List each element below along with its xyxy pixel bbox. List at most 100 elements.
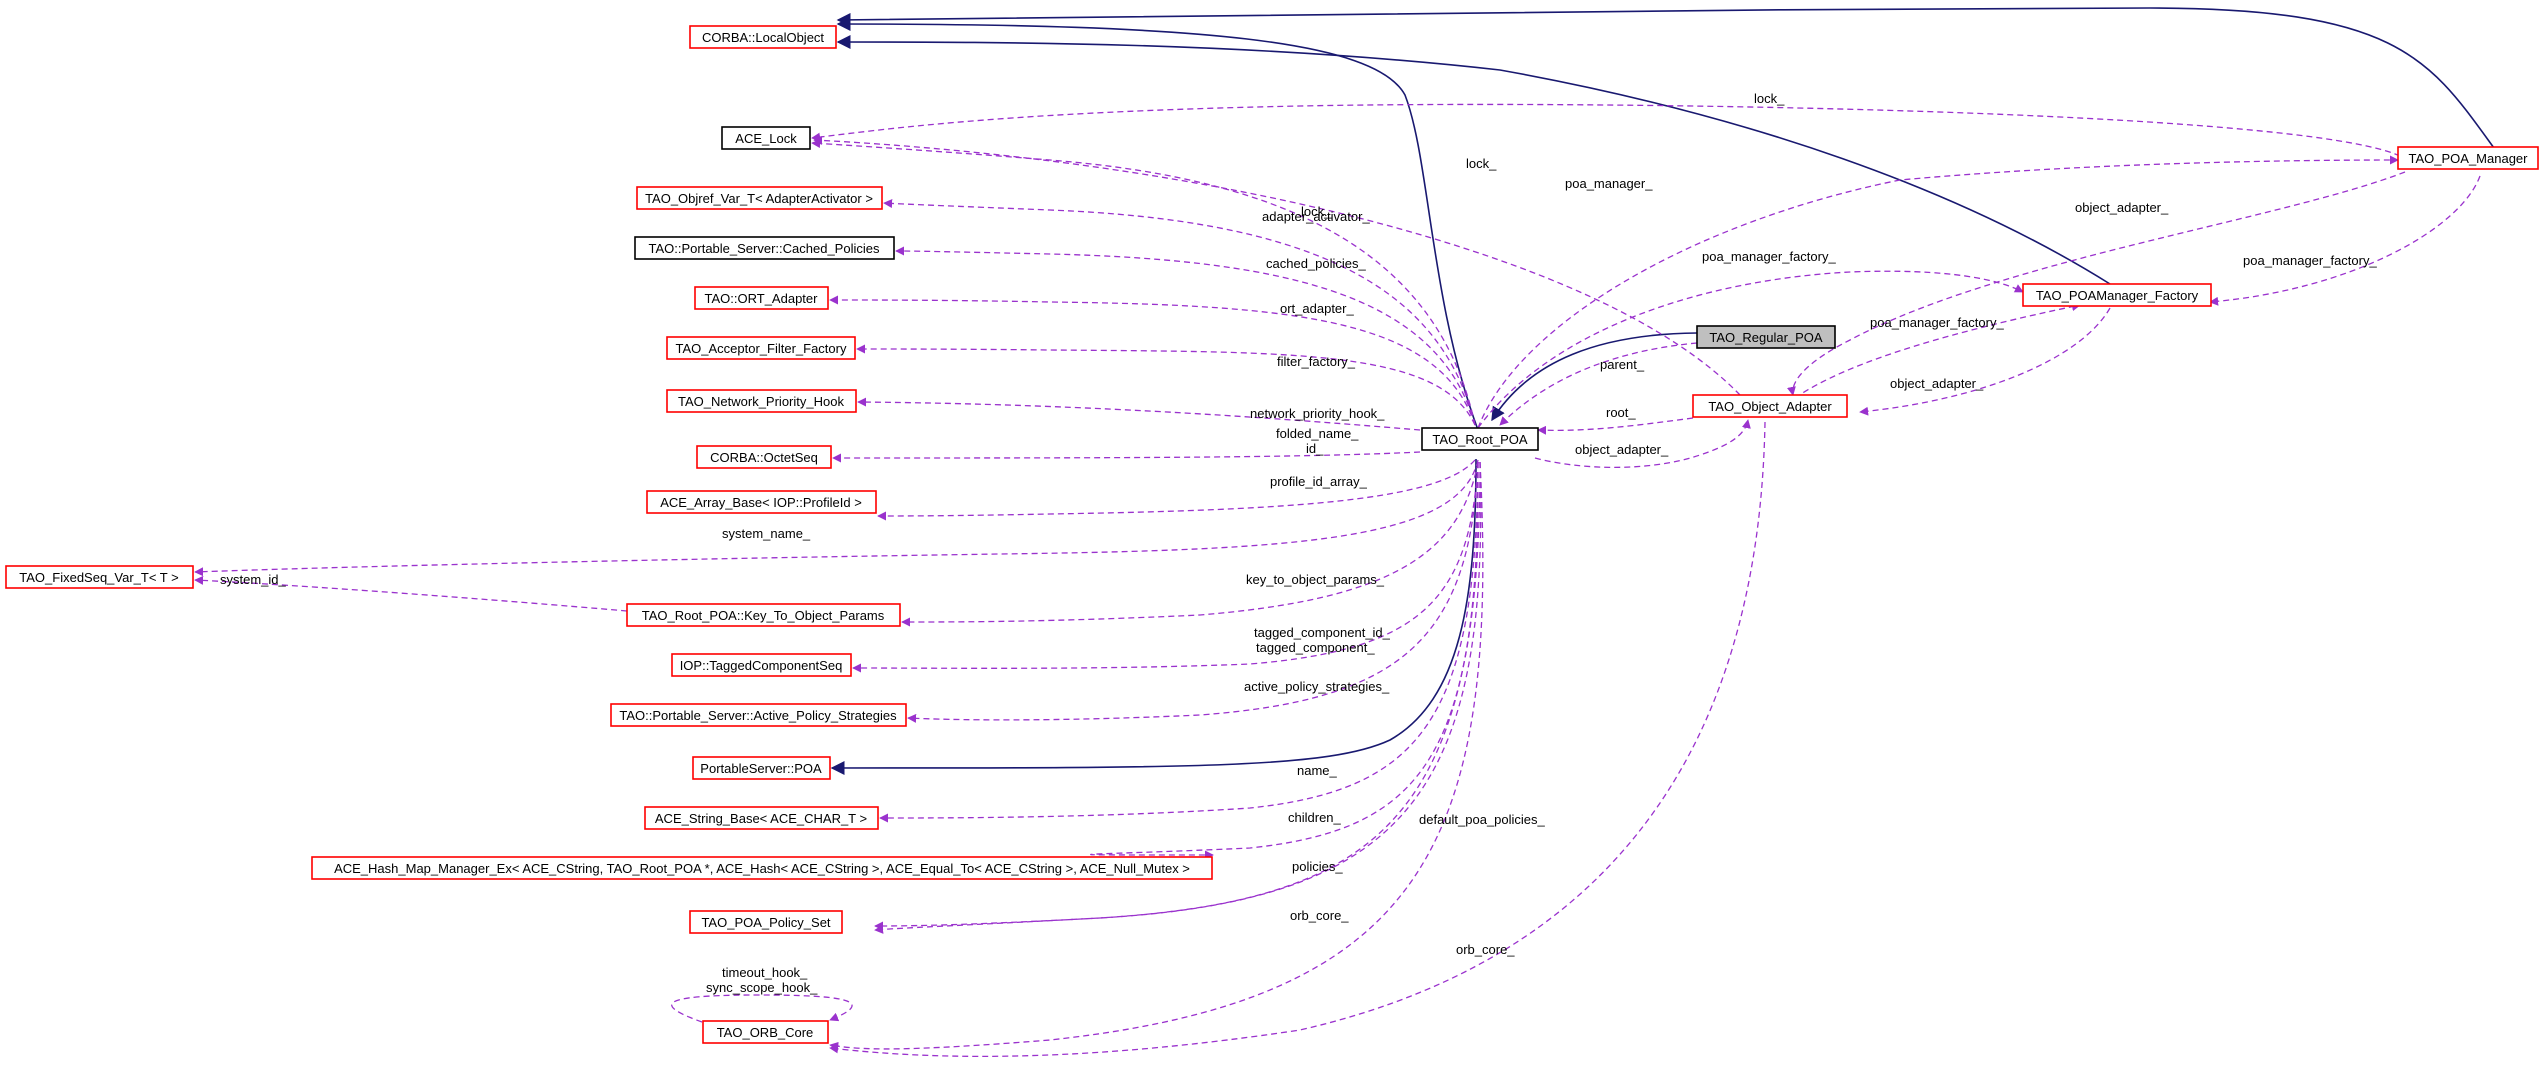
node-ace-array-base[interactable]: ACE_Array_Base< IOP::ProfileId > bbox=[646, 490, 877, 514]
node-ort-adapter[interactable]: TAO::ORT_Adapter bbox=[694, 286, 829, 310]
label-lock-objadapter: lock_ bbox=[1466, 156, 1497, 171]
label-timeout-hook: timeout_hook_ bbox=[722, 965, 808, 980]
label-lock-poamgr: lock_ bbox=[1754, 91, 1785, 106]
label-poa-manager-factory-poamgr: poa_manager_factory_ bbox=[2243, 253, 2377, 268]
label-object-adapter-poamgr: object_adapter_ bbox=[2075, 200, 2169, 215]
edge-lock-objadapter bbox=[813, 135, 1741, 396]
node-label: ACE_Hash_Map_Manager_Ex< ACE_CString, TA… bbox=[334, 861, 1190, 876]
node-cached-policies[interactable]: TAO::Portable_Server::Cached_Policies bbox=[634, 236, 895, 260]
association-edges bbox=[194, 103, 2481, 1057]
edge-adapter-activator bbox=[883, 199, 1476, 426]
node-corba-octetseq[interactable]: CORBA::OctetSeq bbox=[696, 445, 832, 469]
label-poa-manager-root: poa_manager_ bbox=[1565, 176, 1653, 191]
node-orb-core[interactable]: TAO_ORB_Core bbox=[702, 1020, 829, 1044]
label-key-to-object-params: key_to_object_params_ bbox=[1246, 572, 1385, 587]
node-tao-objref-var[interactable]: TAO_Objref_Var_T< AdapterActivator > bbox=[636, 186, 883, 210]
edge-object-adapter-root bbox=[1534, 419, 1751, 469]
label-tagged-component: tagged_component_ bbox=[1256, 640, 1375, 655]
node-tao-regular-poa[interactable]: TAO_Regular_POA bbox=[1696, 325, 1836, 349]
label-system-id: system_id_ bbox=[220, 572, 287, 587]
edge-cached-policies bbox=[895, 246, 1476, 426]
node-key-to-object-params[interactable]: TAO_Root_POA::Key_To_Object_Params bbox=[626, 603, 901, 627]
node-label: TAO_Regular_POA bbox=[1709, 330, 1823, 345]
node-label: TAO_Network_Priority_Hook bbox=[678, 394, 844, 409]
label-id: id_ bbox=[1306, 441, 1324, 456]
node-label: TAO_POAManager_Factory bbox=[2036, 288, 2199, 303]
node-label: TAO_Root_POA::Key_To_Object_Params bbox=[642, 608, 885, 623]
label-poa-manager-factory-root: poa_manager_factory_ bbox=[1702, 249, 1836, 264]
edge-lock-rootpoa bbox=[811, 139, 1476, 426]
node-tao-poa-manager[interactable]: TAO_POA_Manager bbox=[2397, 146, 2539, 170]
node-label: TAO_FixedSeq_Var_T< T > bbox=[19, 570, 178, 585]
label-policies: policies_ bbox=[1292, 859, 1343, 874]
node-ace-hash-map[interactable]: ACE_Hash_Map_Manager_Ex< ACE_CString, TA… bbox=[311, 856, 1213, 880]
label-poa-manager-factory-objadapter: poa_manager_factory_ bbox=[1870, 315, 2004, 330]
node-label: CORBA::LocalObject bbox=[702, 30, 824, 45]
label-ort-adapter: ort_adapter_ bbox=[1280, 301, 1354, 316]
node-ace-lock[interactable]: ACE_Lock bbox=[721, 126, 811, 150]
edge-poa-manager-factory-objadapter bbox=[1794, 302, 2081, 399]
label-sync-scope-hook: sync_scope_hook_ bbox=[706, 980, 818, 995]
node-ace-string-base[interactable]: ACE_String_Base< ACE_CHAR_T > bbox=[644, 806, 879, 830]
edge-octetseq bbox=[832, 451, 1421, 463]
node-network-priority-hook[interactable]: TAO_Network_Priority_Hook bbox=[666, 389, 857, 413]
label-active-policy-strategies: active_policy_strategies_ bbox=[1244, 679, 1390, 694]
node-label: TAO_Acceptor_Filter_Factory bbox=[676, 341, 847, 356]
label-tagged-component-id: tagged_component_id_ bbox=[1254, 625, 1391, 640]
node-tagged-component-seq[interactable]: IOP::TaggedComponentSeq bbox=[671, 653, 852, 677]
nodes: TAO_Regular_POA TAO_Root_POA TAO_Object_… bbox=[5, 25, 2539, 1044]
edge-network-priority-hook bbox=[857, 397, 1421, 431]
label-name: name_ bbox=[1297, 763, 1338, 778]
node-tao-root-poa[interactable]: TAO_Root_POA bbox=[1421, 427, 1539, 451]
edge-children bbox=[1090, 461, 1479, 860]
node-label: IOP::TaggedComponentSeq bbox=[680, 658, 843, 673]
label-default-poa-policies: default_poa_policies_ bbox=[1419, 812, 1546, 827]
edge-poamgr-to-localobject bbox=[836, 7, 2495, 149]
node-label: TAO_Root_POA bbox=[1432, 432, 1527, 447]
edge-poa-manager-factory-poamgr bbox=[2209, 175, 2481, 306]
label-orb-core-root: orb_core_ bbox=[1290, 908, 1349, 923]
edge-key-to-object-params bbox=[901, 461, 1479, 627]
node-label: TAO_Object_Adapter bbox=[1708, 399, 1832, 414]
node-active-policy-strategies[interactable]: TAO::Portable_Server::Active_Policy_Stra… bbox=[610, 703, 907, 727]
node-label: ACE_Array_Base< IOP::ProfileId > bbox=[660, 495, 862, 510]
label-profile-id-array: profile_id_array_ bbox=[1270, 474, 1368, 489]
node-tao-object-adapter[interactable]: TAO_Object_Adapter bbox=[1692, 394, 1848, 418]
label-system-name: system_name_ bbox=[722, 526, 811, 541]
edge-regularpoa-to-rootpoa bbox=[1491, 332, 1698, 422]
node-label: ACE_Lock bbox=[735, 131, 797, 146]
edge-profile-id-array bbox=[877, 459, 1476, 521]
label-root: root_ bbox=[1606, 405, 1636, 420]
label-orb-core-objadapter: orb_core_ bbox=[1456, 942, 1515, 957]
edge-rootpoa-to-portableserver-poa bbox=[830, 458, 1477, 775]
label-filter-factory: filter_factory_ bbox=[1277, 354, 1356, 369]
node-label: PortableServer::POA bbox=[700, 761, 822, 776]
node-label: TAO_ORB_Core bbox=[717, 1025, 814, 1040]
node-acceptor-filter-factory[interactable]: TAO_Acceptor_Filter_Factory bbox=[666, 336, 856, 360]
label-lock-rootpoa: lock_ bbox=[1301, 204, 1332, 219]
label-parent: parent_ bbox=[1600, 357, 1645, 372]
label-adapter-activator: adapter_activator_ bbox=[1262, 209, 1370, 224]
edge-poa-manager-factory-root bbox=[1477, 270, 2024, 429]
edge-parent bbox=[1499, 342, 1698, 426]
inheritance-edges bbox=[830, 7, 2495, 775]
label-children: children_ bbox=[1288, 810, 1342, 825]
edge-poa-manager-root bbox=[1477, 155, 2399, 429]
node-label: TAO_POA_Policy_Set bbox=[701, 915, 830, 930]
node-label: TAO_Objref_Var_T< AdapterActivator > bbox=[645, 191, 873, 206]
node-portableserver-poa[interactable]: PortableServer::POA bbox=[692, 756, 831, 780]
edge-orb-core-root bbox=[829, 461, 1484, 1051]
node-corba-localobject[interactable]: CORBA::LocalObject bbox=[689, 25, 837, 49]
node-tao-poamanager-factory[interactable]: TAO_POAManager_Factory bbox=[2022, 283, 2212, 307]
node-fixedseq-var[interactable]: TAO_FixedSeq_Var_T< T > bbox=[5, 565, 194, 589]
label-cached-policies: cached_policies_ bbox=[1266, 256, 1367, 271]
edge-policies bbox=[874, 461, 1481, 934]
edge-orb-core-objadapter bbox=[829, 421, 1766, 1057]
node-poa-policy-set[interactable]: TAO_POA_Policy_Set bbox=[689, 910, 843, 934]
edge-system-name bbox=[194, 459, 1479, 577]
edge-active-policy-strategies bbox=[907, 461, 1479, 723]
node-label: TAO_POA_Manager bbox=[2409, 151, 2529, 166]
edge-labels: lock_ lock_ lock_ adapter_activator_ cac… bbox=[220, 91, 2377, 995]
edge-filter-factory bbox=[856, 344, 1476, 426]
